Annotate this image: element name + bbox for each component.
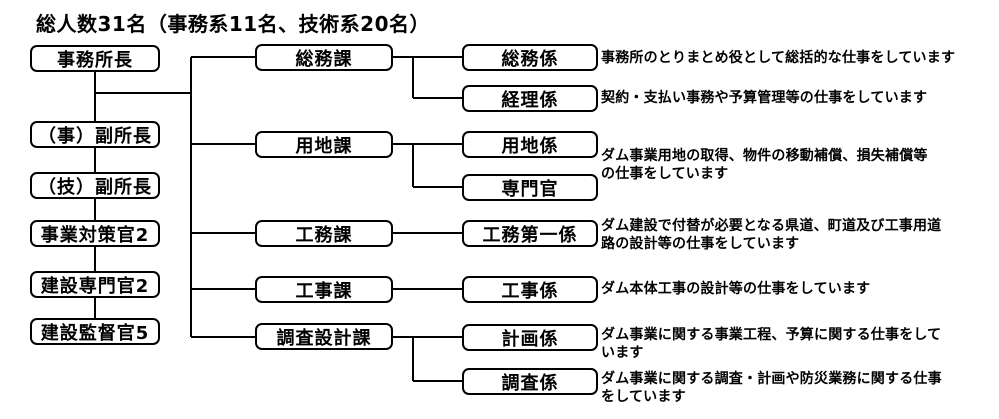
description-accounting-section: 契約・支払い事務や予算管理等の仕事をしています xyxy=(601,89,997,107)
description-general-affairs-section: 事務所のとりまとめ役として総括的な仕事をしています xyxy=(601,49,997,67)
box-project-measures-officer: 事業対策官2 xyxy=(30,220,160,247)
description-planning-section: ダム事業に関する事業工程、予算に関する仕事をして います xyxy=(601,326,997,362)
description-line: ダム建設で付替が必要となる県道、町道及び工事用道 xyxy=(601,218,942,234)
box-works-division: 工事課 xyxy=(255,276,393,303)
description-line: の仕事をしています xyxy=(601,166,729,182)
description-line: ダム本体工事の設計等の仕事をしています xyxy=(601,281,871,297)
description-line: います xyxy=(601,345,644,361)
box-general-affairs-section: 総務係 xyxy=(462,44,598,71)
description-line: 契約・支払い事務や予算管理等の仕事をしています xyxy=(601,90,928,106)
box-construction-supervisor-officer: 建設監督官5 xyxy=(30,318,160,345)
description-line: ダム事業用地の取得、物件の移動補償、損失補償等 xyxy=(601,148,928,164)
description-line: 事務所のとりまとめ役として総括的な仕事をしています xyxy=(601,50,956,66)
box-construction-specialist-officer: 建設専門官2 xyxy=(30,271,160,298)
box-specialist-officer: 専門官 xyxy=(462,174,598,201)
box-works-section: 工事係 xyxy=(462,276,598,303)
box-general-affairs-division: 総務課 xyxy=(255,44,393,71)
description-works-section: ダム本体工事の設計等の仕事をしています xyxy=(601,280,997,298)
chart-title: 総人数31名（事務系11名、技術系20名） xyxy=(36,12,430,36)
description-line: ダム事業に関する調査・計画や防災業務に関する仕事 xyxy=(601,371,942,387)
box-land-division: 用地課 xyxy=(255,131,393,158)
description-line: 路の設計等の仕事をしています xyxy=(601,236,800,252)
description-land-sections: ダム事業用地の取得、物件の移動補償、損失補償等 の仕事をしています xyxy=(601,147,997,183)
box-deputy-chief-admin: （事）副所長 xyxy=(30,121,160,148)
description-line: ダム事業に関する事業工程、予算に関する仕事をして xyxy=(601,327,942,343)
box-accounting-section: 経理係 xyxy=(462,85,598,112)
box-engineering-division: 工務課 xyxy=(255,220,393,247)
box-survey-section: 調査係 xyxy=(462,368,598,395)
box-planning-section: 計画係 xyxy=(462,324,598,351)
description-line: をしています xyxy=(601,389,686,405)
box-land-section: 用地係 xyxy=(462,131,598,158)
box-office-chief: 事務所長 xyxy=(30,45,160,72)
box-survey-design-division: 調査設計課 xyxy=(255,323,393,350)
box-deputy-chief-tech: （技）副所長 xyxy=(30,172,160,199)
box-engineering-first-section: 工務第一係 xyxy=(462,220,598,247)
description-engineering-first-section: ダム建設で付替が必要となる県道、町道及び工事用道 路の設計等の仕事をしています xyxy=(601,217,997,253)
description-survey-section: ダム事業に関する調査・計画や防災業務に関する仕事 をしています xyxy=(601,370,997,406)
